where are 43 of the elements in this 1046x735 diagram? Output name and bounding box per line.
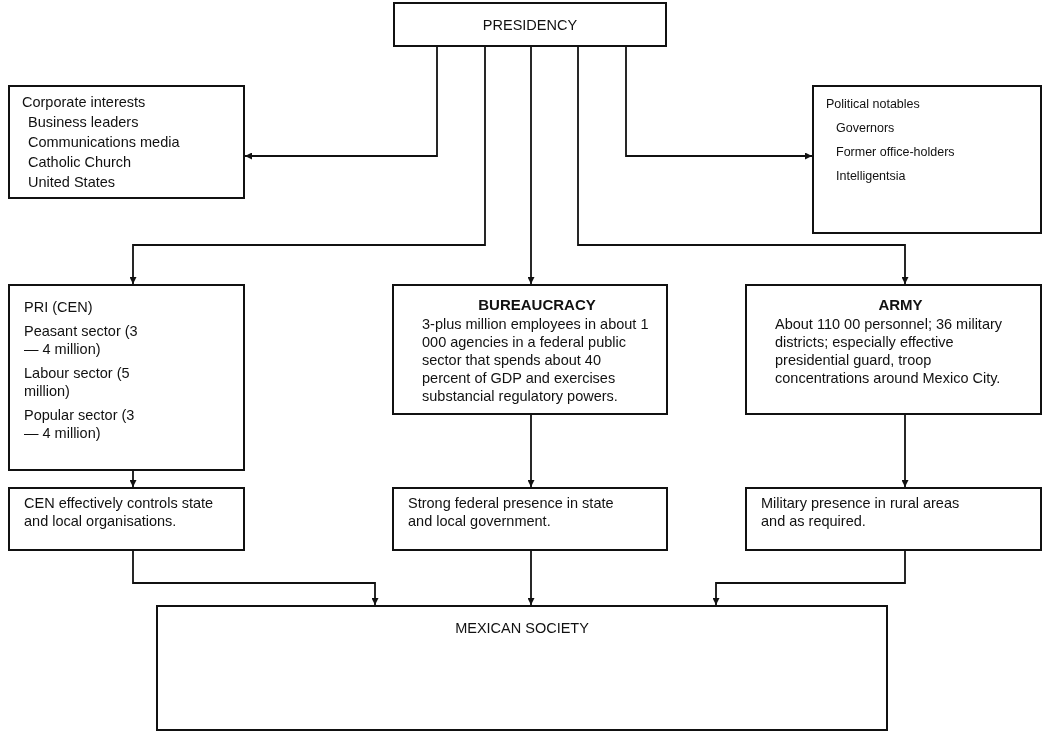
list-item: United States (28, 173, 116, 191)
node-description: CEN effectively controls state and local organisations. (24, 494, 215, 530)
arrow (527, 414, 535, 488)
node-title: ARMY (877, 296, 924, 314)
list-item: Catholic Church (28, 153, 132, 171)
list-item: Business leaders (28, 113, 139, 131)
list-item: Communications media (28, 133, 180, 151)
box (745, 487, 1042, 551)
box (392, 487, 668, 551)
sector-text: Labour sector (5 million) (24, 364, 131, 400)
node-title: Political notables (826, 96, 920, 113)
sector-text: Popular sector (3 — 4 million) (24, 406, 136, 442)
box (8, 85, 245, 199)
list-item: Governors (836, 120, 895, 137)
box (745, 284, 1042, 415)
arrow (132, 550, 379, 606)
box (393, 2, 667, 47)
box (8, 284, 245, 471)
box (812, 85, 1042, 234)
node-title: BUREAUCRACY (477, 296, 597, 314)
node-description: Strong federal presence in state and local government. (408, 494, 615, 530)
arrow (244, 46, 438, 160)
node-title: Corporate interests (22, 93, 146, 111)
arrow (527, 46, 535, 285)
node-title: MEXICAN SOCIETY (455, 619, 589, 637)
arrow (129, 470, 137, 488)
list-item: Intelligentsia (836, 168, 906, 185)
node-description: 3-plus million employees in about 1 000 agencies in a federal public sector that spends about 40 percent of GDP and exercises substancial regulatory powers. (422, 315, 650, 405)
arrow (129, 46, 486, 285)
arrow (712, 550, 906, 606)
arrow (901, 414, 909, 488)
box (392, 284, 668, 415)
arrow (577, 46, 909, 285)
sector-text: Peasant sector (3 — 4 million) (24, 322, 139, 358)
box (8, 487, 245, 551)
list-item: Former office-holders (836, 144, 955, 161)
arrow (625, 46, 813, 160)
node-description: About 110 00 personnel; 36 military districts; especially effective presidential guard, troop concentrations around Mexico City. (775, 315, 1004, 387)
arrow (527, 550, 535, 606)
node-title: PRI (CEN) (24, 298, 93, 316)
node-description: Military presence in rural areas and as required. (761, 494, 961, 530)
node-title: PRESIDENCY (482, 16, 578, 34)
box (156, 605, 888, 731)
